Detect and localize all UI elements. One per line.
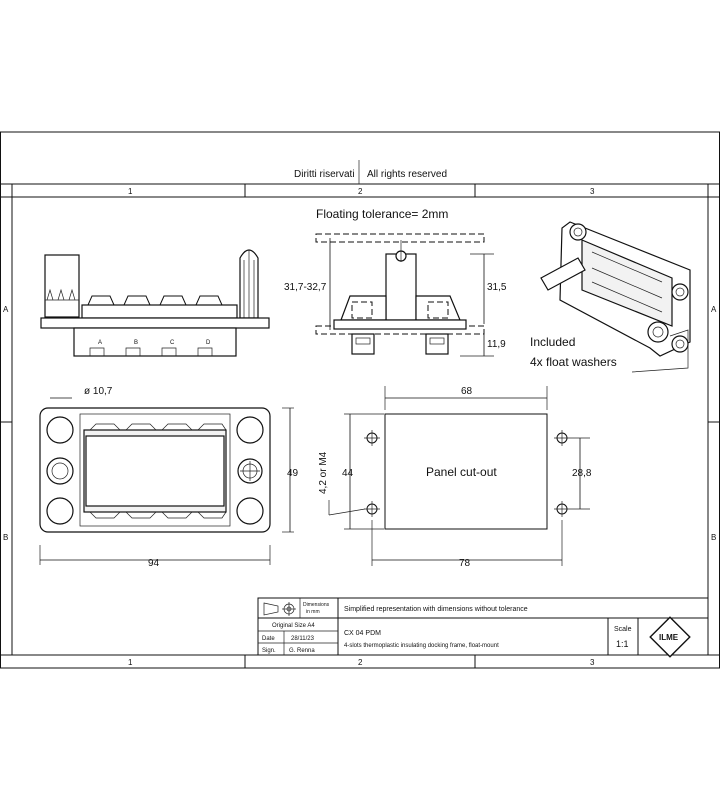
row-label-b-left: B: [3, 533, 8, 542]
side-view: [315, 233, 494, 357]
column-label-2-bottom: 2: [358, 658, 363, 667]
included-note-line2: 4x float washers: [530, 355, 617, 369]
dimensions-unit-line2: in mm: [306, 609, 320, 615]
isometric-view: [540, 221, 691, 373]
ilme-logo: [649, 616, 691, 658]
scale-label: Scale: [614, 626, 632, 633]
hole-size-dim: 4,2 or M4: [318, 451, 329, 494]
sign-value: G. Renna: [289, 648, 315, 654]
hole-spacing-width-dim: 78: [459, 558, 471, 569]
floating-tolerance-note: Floating tolerance= 2mm: [316, 207, 448, 221]
part-code: CX 04 PDM: [344, 630, 381, 637]
dimensions-unit-line1: Dimensions: [303, 602, 330, 608]
scale-value: 1:1: [616, 639, 629, 649]
hole-spacing-height-dim: 28,8: [572, 468, 592, 479]
included-note-line1: Included: [530, 335, 575, 349]
column-label-1-top: 1: [128, 187, 133, 196]
sign-label: Sign.: [262, 648, 276, 654]
cutout-width-dim: 68: [461, 386, 473, 397]
part-description: 4-slots thermoplastic insulating docking…: [344, 643, 499, 649]
description-note: Simplified representation with dimension…: [344, 606, 528, 613]
side-height-dim: 31,5: [487, 282, 507, 293]
cutout-height-dim: 44: [342, 468, 354, 479]
rights-reserved-it: Diritti riservati: [294, 169, 355, 180]
row-label-a-left: A: [3, 305, 9, 314]
frame-width-dim: 94: [148, 558, 160, 569]
frame-height-dim: 49: [287, 468, 299, 479]
title-block: [257, 597, 709, 658]
slot-letter-c: C: [170, 340, 175, 346]
row-label-a-right: A: [711, 305, 717, 314]
date-value: 28/11/23: [291, 636, 315, 642]
date-label: Date: [262, 636, 275, 642]
top-view-frame: [39, 397, 294, 565]
front-view: [40, 249, 270, 357]
row-label-b-right: B: [711, 533, 716, 542]
original-size: Original Size A4: [272, 623, 315, 629]
column-label-1-bottom: 1: [128, 658, 133, 667]
slot-letter-a: A: [98, 340, 102, 346]
lower-height-dim: 11,9: [487, 339, 506, 350]
panel-cutout-view: [328, 386, 590, 566]
panel-cutout-label: Panel cut-out: [426, 465, 497, 479]
column-label-3-bottom: 3: [590, 658, 595, 667]
diameter-dim: ø 10,7: [84, 386, 113, 397]
column-label-3-top: 3: [590, 187, 595, 196]
slot-letter-d: D: [206, 340, 211, 346]
column-label-2-top: 2: [358, 187, 363, 196]
slot-letter-b: B: [134, 340, 138, 346]
logo-text: ILME: [659, 633, 679, 642]
rights-reserved-en: All rights reserved: [367, 169, 447, 180]
side-height-float-dim: 31,7-32,7: [284, 282, 327, 293]
